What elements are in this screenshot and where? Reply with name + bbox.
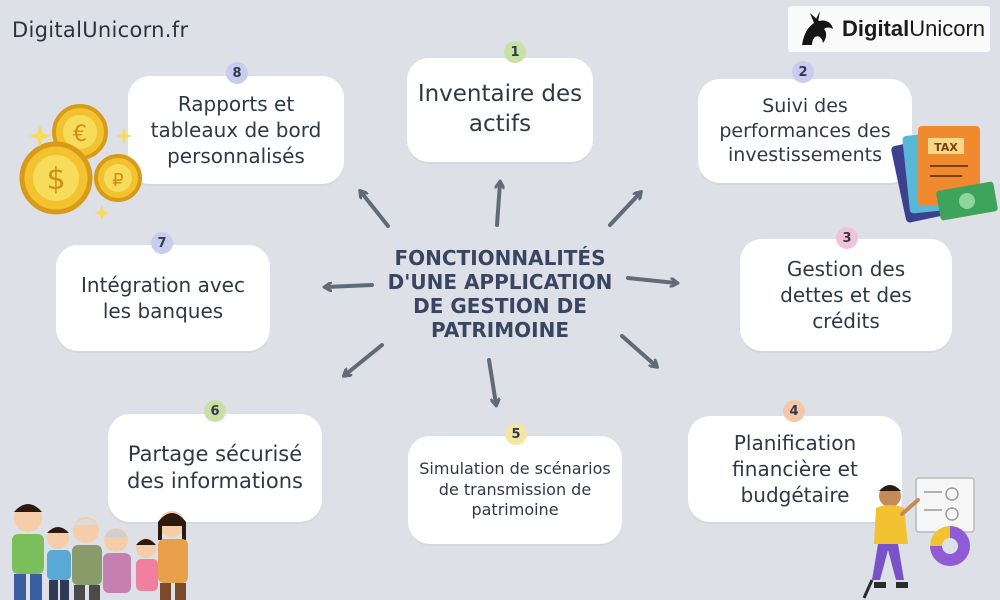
feature-badge-8: 8 (226, 62, 248, 84)
feature-label-4: Planification financière et budgétaire (732, 431, 858, 507)
feature-card-4: Planification financière et budgétaire (688, 416, 902, 522)
arrow-to-6 (345, 343, 384, 375)
site-url: DigitalUnicorn.fr (12, 18, 189, 42)
feature-badge-5: 5 (505, 423, 527, 445)
feature-badge-4: 4 (783, 400, 805, 422)
feature-badge-7: 7 (151, 232, 173, 254)
logo-text-rest: Unicorn (909, 16, 986, 41)
feature-label-3: Gestion des dettes et des crédits (780, 257, 912, 333)
arrow-to-3 (626, 276, 676, 283)
feature-card-1: Inventaire des actifs (407, 58, 593, 162)
feature-label-6: Partage sécurisé des informations (126, 441, 303, 493)
arrow-to-2 (608, 193, 640, 227)
feature-card-2: Suivi des performances des investissemen… (698, 79, 912, 183)
feature-card-8: Rapports et tableaux de bord personnalis… (128, 76, 344, 184)
unicorn-logo-icon (802, 11, 833, 45)
feature-badge-6: 6 (204, 400, 226, 422)
feature-label-1: Inventaire des actifs (417, 81, 583, 137)
feature-label-5: Simulation de scénarios de transmission … (419, 458, 611, 520)
arrow-to-7 (326, 285, 374, 287)
feature-card-5: Simulation de scénarios de transmission … (408, 436, 622, 544)
logo-text: DigitalUnicorn (842, 16, 985, 42)
feature-card-6: Partage sécurisé des informations (108, 414, 322, 522)
arrow-to-1 (497, 183, 500, 227)
feature-label-8: Rapports et tableaux de bord personnalis… (150, 92, 322, 168)
feature-card-3: Gestion des dettes et des crédits (740, 239, 952, 351)
feature-badge-1: 1 (504, 41, 526, 63)
arrow-to-4 (620, 334, 656, 366)
brand-logo: DigitalUnicorn (788, 6, 990, 52)
arrow-to-5 (487, 358, 496, 404)
center-title: FONCTIONNALITÉS D'UNE APPLICATION DE GES… (387, 246, 613, 342)
feature-label-7: Intégration avec les banques (81, 273, 245, 323)
feature-label-2: Suivi des performances des investissemen… (719, 94, 891, 167)
feature-badge-3: 3 (836, 227, 858, 249)
feature-card-7: Intégration avec les banques (56, 245, 270, 351)
arrow-to-8 (361, 192, 390, 228)
logo-text-bold: Digital (842, 16, 910, 41)
feature-badge-2: 2 (792, 61, 814, 83)
